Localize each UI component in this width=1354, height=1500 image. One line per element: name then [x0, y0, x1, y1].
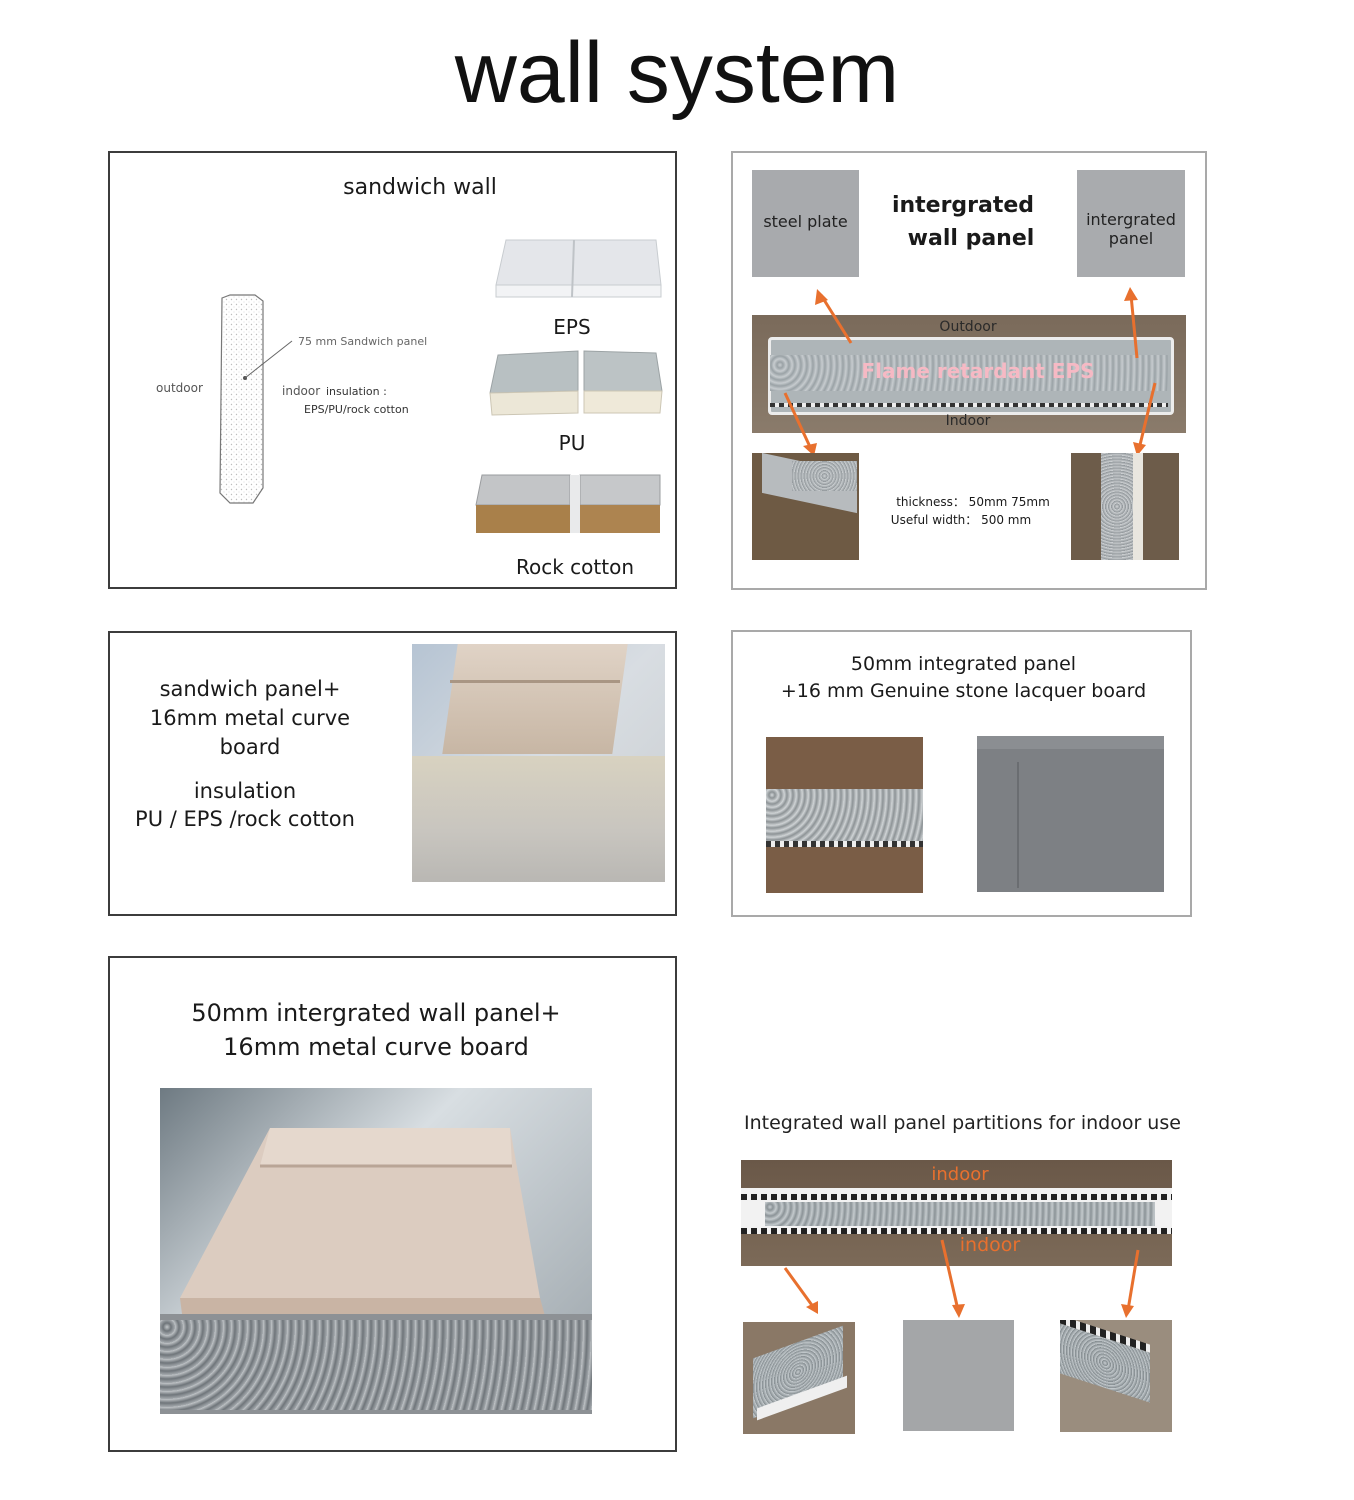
panel-cross-section-photo: [752, 315, 1186, 433]
partition-steel-photo: [903, 1320, 1014, 1431]
curve-board-photo: [412, 644, 665, 882]
large-line1: 50mm intergrated wall panel+: [191, 999, 561, 1027]
steel-plate-label: steel plate: [763, 212, 848, 231]
stone-lacquer-panel: 50mm integrated panel +16 mm Genuine sto…: [731, 630, 1192, 917]
partition-top-label: indoor: [931, 1164, 989, 1185]
section-indoor-label: Indoor: [945, 413, 991, 429]
swatch-label-1: intergrated: [1086, 210, 1176, 229]
sandwich-wall-panel: sandwich wall outdoor 75 mm Sandwich pan…: [108, 151, 677, 589]
eps-label: EPS: [553, 315, 591, 339]
curve-line2: 16mm metal curve board: [149, 706, 351, 759]
stone-section-photo: [766, 737, 923, 893]
curve-line1: sandwich panel+: [159, 677, 341, 701]
partition-bottom-label: indoor: [959, 1234, 1021, 1256]
curve-board-panel: sandwich panel+ 16mm metal curve board i…: [108, 631, 677, 916]
stone-line1: 50mm integrated panel: [850, 653, 1077, 675]
partition-arrows: [783, 1239, 1140, 1318]
integrated-curve-panel: 50mm intergrated wall panel+ 16mm metal …: [108, 956, 677, 1452]
eps-sample-image: [495, 239, 662, 298]
integrated-wall-panel: steel plate intergrated wall panel inter…: [731, 151, 1207, 590]
partition-section-photo: [741, 1160, 1172, 1266]
large-line2: 16mm metal curve board: [223, 1033, 529, 1061]
pu-label: PU: [558, 431, 586, 455]
panel-title-1: intergrated: [891, 193, 1035, 218]
partition-right-photo: [1060, 1320, 1172, 1432]
panel-side-photo: [1071, 453, 1179, 560]
useful-width-text: Useful width： 500 mm: [890, 513, 1032, 527]
curve-insulation: insulation: [193, 779, 297, 803]
pu-sample-image: [489, 350, 663, 416]
panel-title: sandwich wall: [343, 175, 497, 200]
steel-plate-swatch: steel plate: [752, 170, 859, 277]
thickness-text: thickness： 50mm 75mm: [896, 495, 1050, 509]
integrated-curve-photo: [160, 1088, 592, 1414]
partition-title: Integrated wall panel partitions for ind…: [744, 1112, 1181, 1134]
rock-cotton-label: Rock cotton: [516, 555, 634, 579]
indoor-label: indoor: [282, 384, 321, 398]
integrated-panel-swatch: intergrated panel: [1077, 170, 1185, 277]
page-title: wall system: [454, 25, 900, 121]
curve-types: PU / EPS /rock cotton: [135, 807, 355, 831]
panel-note: 75 mm Sandwich panel: [298, 335, 428, 348]
steel-side-photo: [752, 453, 859, 560]
section-outdoor-label: Outdoor: [939, 319, 997, 335]
insulation-types: EPS/PU/rock cotton: [304, 403, 409, 416]
partition-left-photo: [743, 1322, 855, 1434]
insulation-label: insulation :: [326, 385, 387, 398]
stone-line2: +16 mm Genuine stone lacquer board: [780, 680, 1147, 702]
panel-title-2: wall panel: [907, 226, 1035, 251]
wall-section-diagram: [219, 294, 293, 504]
rock-cotton-sample-image: [475, 474, 661, 533]
stone-lacquer-photo: [977, 736, 1164, 892]
outdoor-label: outdoor: [156, 381, 203, 395]
swatch-label-2: panel: [1108, 229, 1154, 248]
section-core-label: Flame retardant EPS: [861, 359, 1095, 383]
annotation-arrows: [783, 287, 1157, 456]
